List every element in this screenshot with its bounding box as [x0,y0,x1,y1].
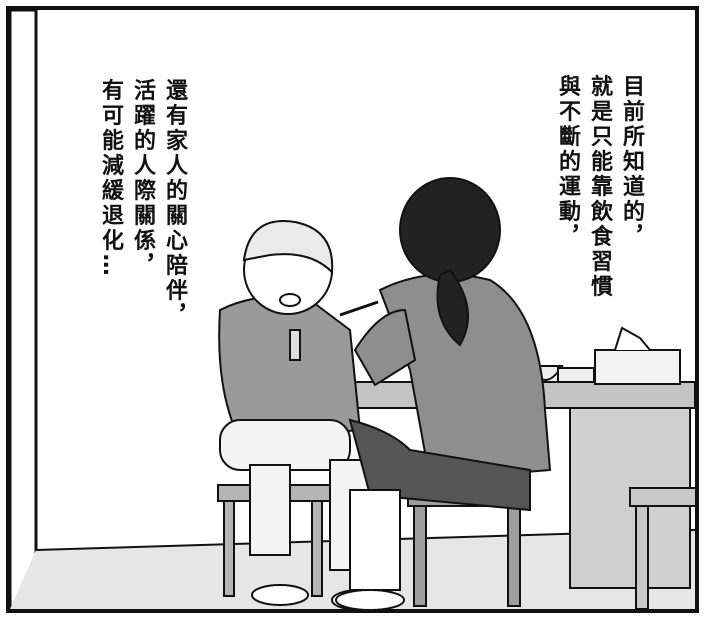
right-stool [629,487,695,609]
caption-left-line-1: 還有家人的關心陪伴， [162,78,187,329]
comic-panel: 目前所知道的， 就是只能靠飲食習慣 與不斷的運動， 還有家人的關心陪伴， 活躍的… [6,6,699,613]
caption-left: 還有家人的關心陪伴， 活躍的人際關係， 有可能減緩退化… [62,36,222,329]
caption-right: 目前所知道的， 就是只能靠飲食習慣 與不斷的運動， [519,32,679,300]
tissue-box [594,349,681,385]
woman-hair [399,177,501,283]
caption-left-line-2: 活躍的人際關係， [130,78,155,279]
wall-edge [10,10,38,609]
woman-feeding [335,177,552,609]
caption-left-line-3: 有可能減緩退化… [98,78,123,279]
caption-right-line-3: 與不斷的運動， [555,74,580,250]
elderly-person [218,220,389,609]
caption-right-line-1: 目前所知道的， [619,74,644,250]
dining-scene-illustration [10,10,695,609]
spoon [339,300,379,317]
caption-right-line-2: 就是只能靠飲食習慣 [587,74,612,300]
